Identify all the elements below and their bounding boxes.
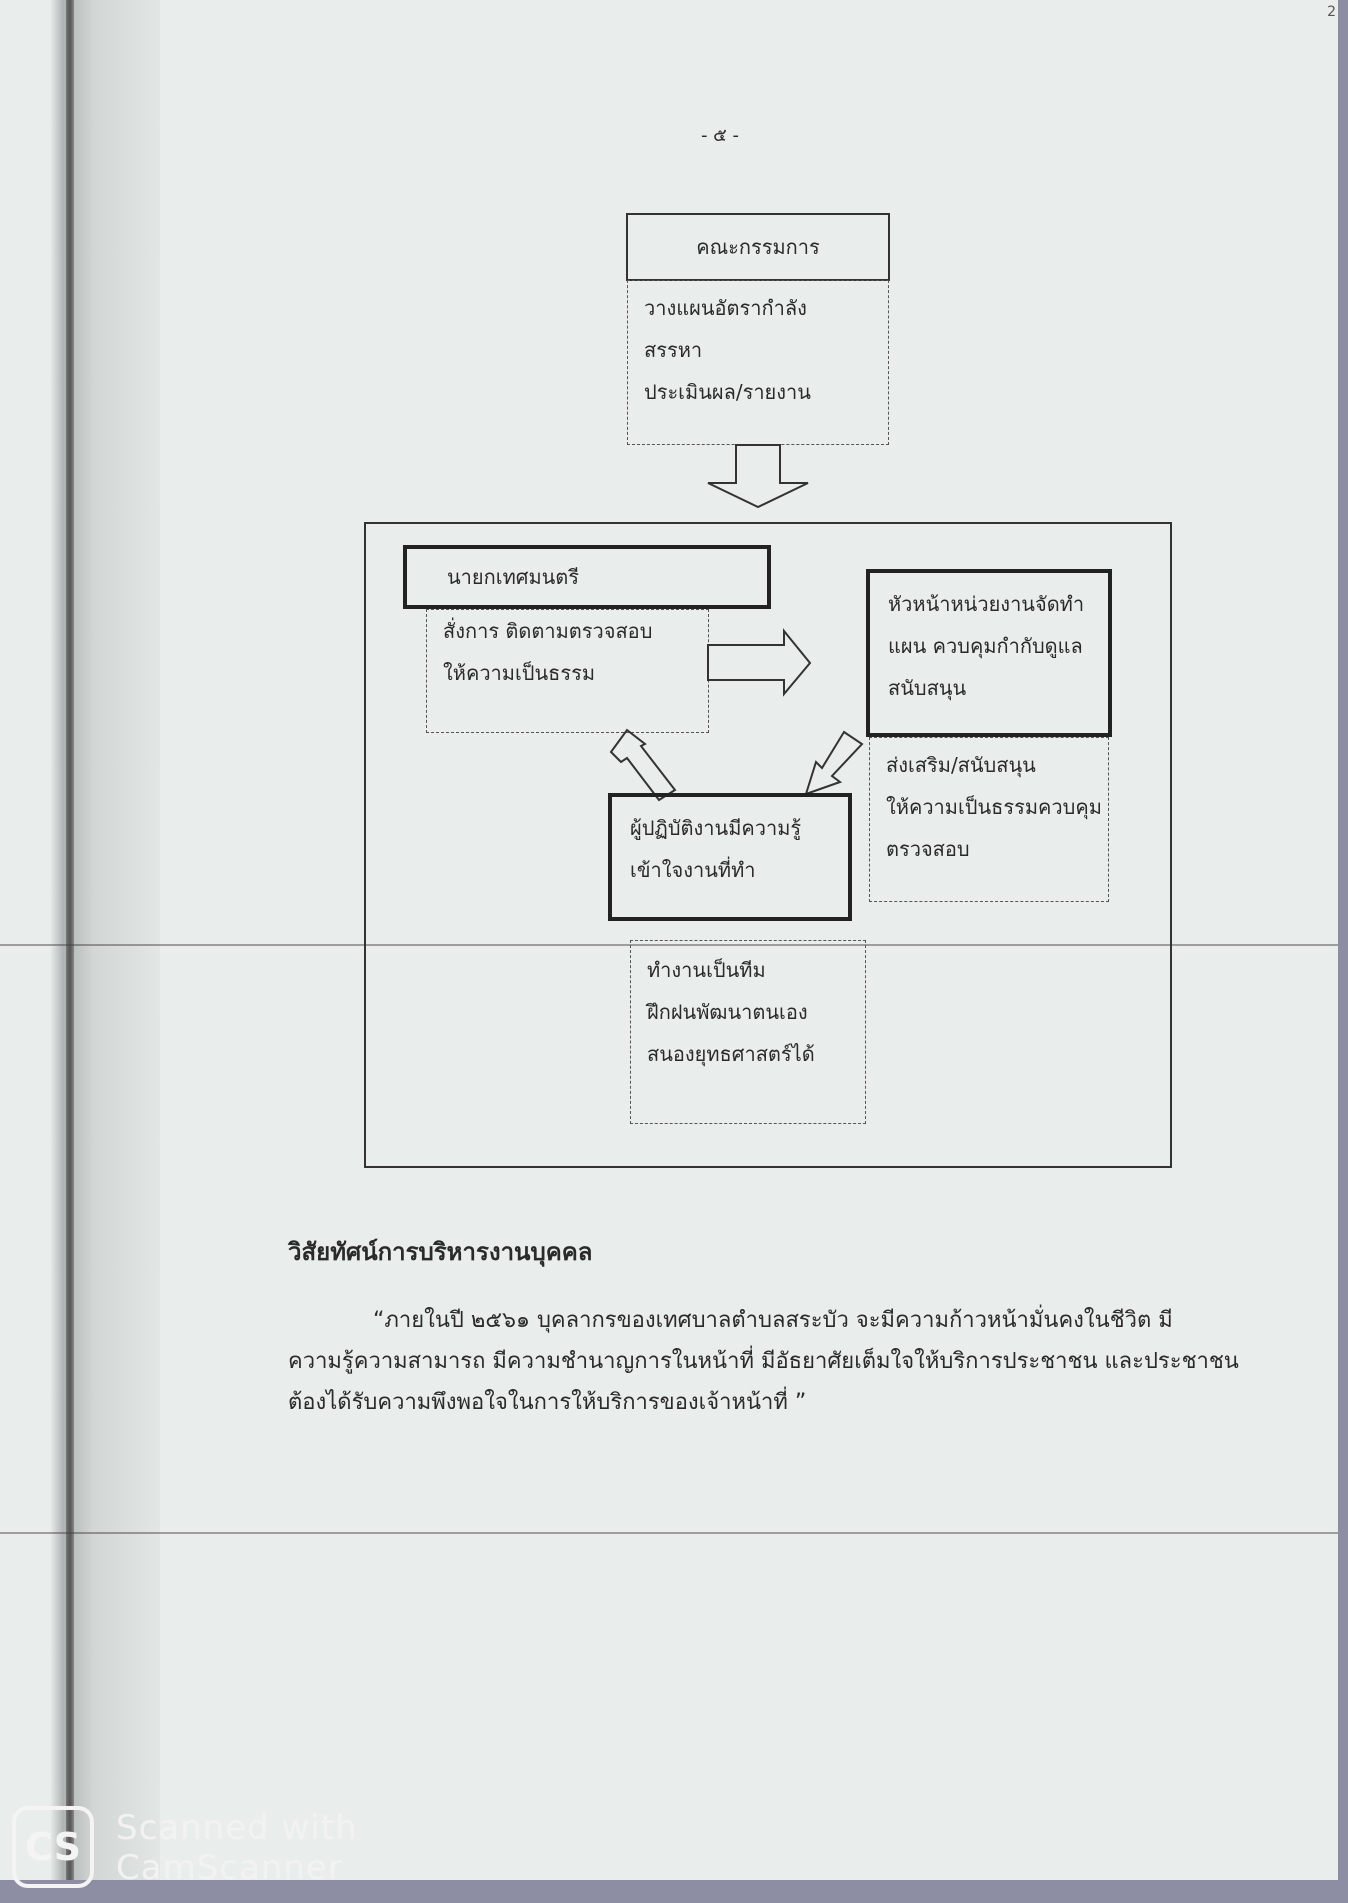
- staff-item: ทำงานเป็นทีม: [647, 958, 766, 982]
- mayor-item: สั่งการ ติดตามตรวจสอบ: [443, 619, 653, 643]
- unit-head-title-box: หัวหน้าหน่วยงานจัดทำ แผน ควบคุมกำกับดูแล…: [866, 569, 1112, 737]
- vision-line: ความรู้ความสามารถ มีความชำนาญการในหน้าที…: [288, 1349, 1239, 1374]
- down-arrow-icon: [707, 444, 809, 509]
- committee-title: คณะกรรมการ: [696, 235, 820, 259]
- unit-head-title: แผน ควบคุมกำกับดูแล: [888, 634, 1083, 658]
- committee-item: สรรหา: [644, 338, 703, 362]
- scan-edge-line: [66, 0, 74, 1880]
- camscanner-logo: CS: [12, 1806, 94, 1888]
- unit-head-item: ส่งเสริม/สนับสนุน: [886, 753, 1036, 777]
- committee-item: ประเมินผล/รายงาน: [644, 380, 811, 404]
- unit-head-title: สนับสนุน: [888, 676, 967, 700]
- staff-item: ฝึกฝนพัฒนาตนเอง: [647, 1000, 808, 1024]
- scan-artifact-line: [0, 1532, 1338, 1534]
- organization-frame: [364, 522, 1172, 1168]
- unit-head-item: ให้ความเป็นธรรมควบคุม: [886, 795, 1102, 819]
- camscanner-watermark: Scanned with CamScanner: [116, 1808, 358, 1888]
- right-arrow-icon: [707, 628, 812, 697]
- unit-head-item: ตรวจสอบ: [886, 837, 970, 861]
- down-left-arrow-icon: [804, 730, 864, 796]
- staff-title-box: ผู้ปฏิบัติงานมีความรู้ เข้าใจงานที่ทำ: [608, 793, 852, 921]
- mayor-title: นายกเทศมนตรี: [447, 565, 580, 589]
- mayor-items-box: สั่งการ ติดตามตรวจสอบ ให้ความเป็นธรรม: [426, 609, 709, 733]
- scan-artifact-line: [0, 944, 1338, 946]
- unit-head-items-box: ส่งเสริม/สนับสนุน ให้ความเป็นธรรมควบคุม …: [869, 737, 1109, 902]
- staff-item: สนองยุทธศาสตร์ได้: [647, 1042, 815, 1066]
- vision-line: ต้องได้รับความพึงพอใจในการให้บริการของเจ…: [288, 1390, 807, 1415]
- vision-heading: วิสัยทัศน์การบริหารงานบุคคล: [288, 1238, 593, 1266]
- page-number: - ๕ -: [700, 125, 740, 146]
- vision-paragraph: “ภายในปี ๒๕๖๑ บุคลากรของเทศบาลตำบลสระบัว…: [288, 1300, 1248, 1423]
- up-arrow-icon: [609, 728, 677, 802]
- corner-mark: 2: [1327, 4, 1336, 20]
- watermark-line: Scanned with: [116, 1808, 358, 1848]
- staff-items-box: ทำงานเป็นทีม ฝึกฝนพัฒนาตนเอง สนองยุทธศาส…: [630, 940, 866, 1124]
- committee-item: วางแผนอัตรากำลัง: [644, 296, 807, 320]
- mayor-title-box: นายกเทศมนตรี: [403, 545, 771, 609]
- mayor-item: ให้ความเป็นธรรม: [443, 661, 596, 685]
- watermark-line: CamScanner: [116, 1848, 343, 1888]
- committee-title-box: คณะกรรมการ: [626, 213, 890, 281]
- vision-line: “ภายในปี ๒๕๖๑ บุคลากรของเทศบาลตำบลสระบัว…: [373, 1308, 1173, 1333]
- staff-title: เข้าใจงานที่ทำ: [630, 858, 756, 882]
- unit-head-title: หัวหน้าหน่วยงานจัดทำ: [888, 592, 1085, 616]
- staff-title: ผู้ปฏิบัติงานมีความรู้: [630, 816, 802, 840]
- committee-items-box: วางแผนอัตรากำลัง สรรหา ประเมินผล/รายงาน: [627, 280, 889, 445]
